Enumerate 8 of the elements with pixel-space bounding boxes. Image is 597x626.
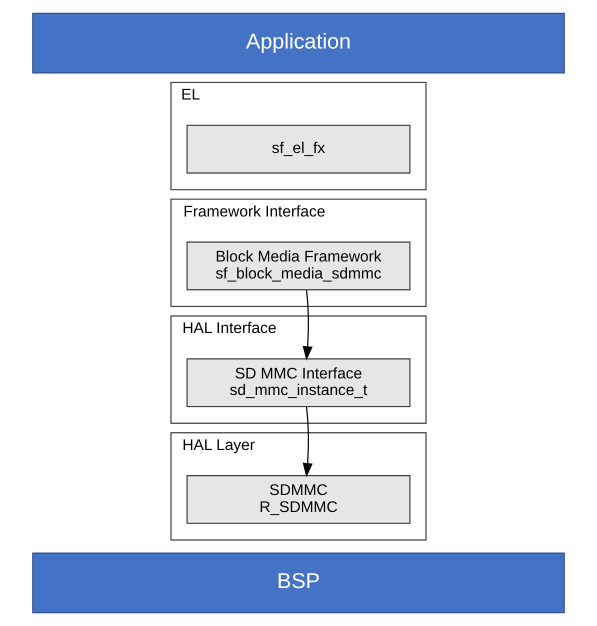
node-box: SD MMC Interface sd_mmc_instance_t: [186, 358, 411, 408]
arrow: [302, 290, 313, 361]
node-box: sf_el_fx: [186, 124, 411, 174]
node-box: BSP: [32, 552, 565, 614]
arrow: [302, 407, 313, 478]
node-box: SDMMC R_SDMMC: [186, 475, 411, 524]
node-box: Application: [32, 12, 565, 74]
node-box: Block Media Framework sf_block_media_sdmmc: [186, 242, 411, 290]
